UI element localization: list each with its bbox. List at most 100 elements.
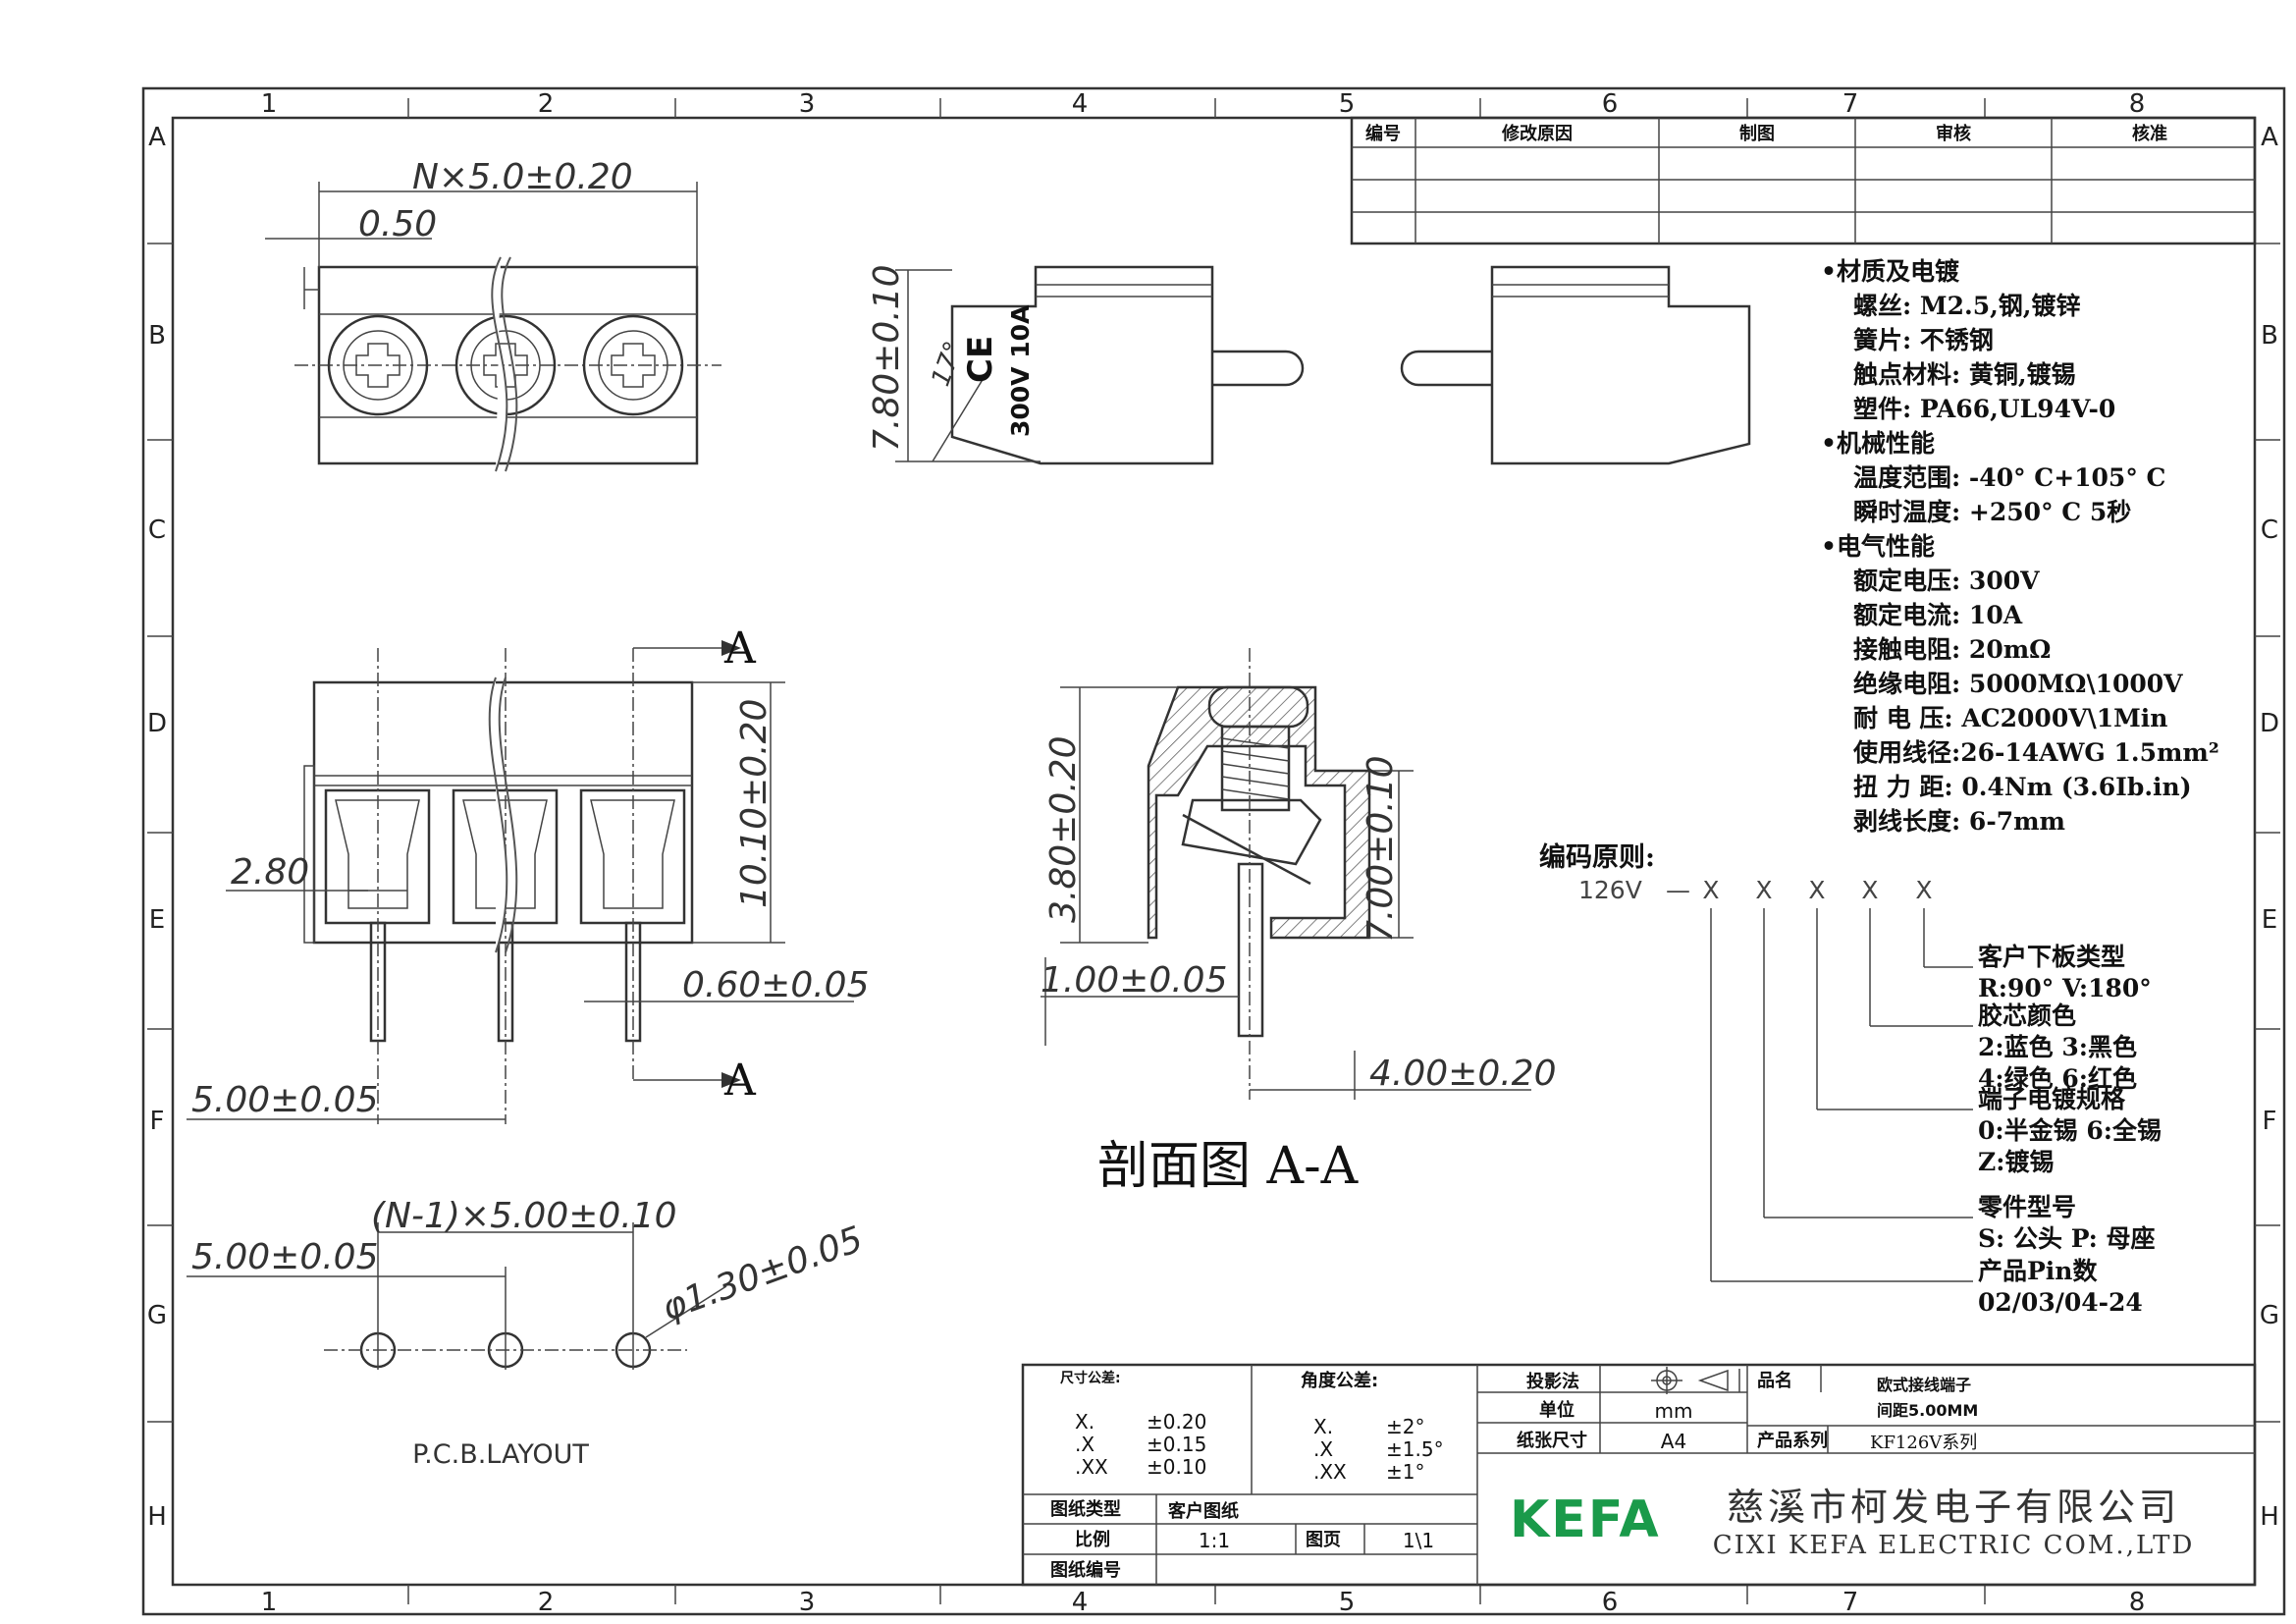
coding-placeholder: X [1808, 876, 1825, 904]
coding-placeholder: X [1702, 876, 1719, 904]
section-dim-left: 3.80±0.20 [1043, 736, 1084, 923]
pcb-layout: (N-1)×5.00±0.10 5.00±0.05 φ1.30±0.05 P.C… [187, 1196, 868, 1470]
product-label: 品名 [1757, 1370, 1792, 1391]
angle-tolerance-key: X. [1313, 1415, 1333, 1438]
tolerance-title: 尺寸公差: [1060, 1370, 1121, 1386]
spec-line: 簧片: 不锈钢 [1853, 326, 1994, 354]
grid-col-label: 8 [2129, 1588, 2146, 1617]
pcb-label: P.C.B.LAYOUT [412, 1439, 589, 1470]
spec-section-title: •材质及电镀 [1821, 257, 1960, 286]
spec-section-title: •机械性能 [1821, 429, 1935, 458]
paper-value: A4 [1661, 1430, 1686, 1453]
coding-placeholder: X [1755, 876, 1772, 904]
grid-col-label: 2 [538, 1588, 555, 1617]
coding-legend-title: 胶芯颜色 [1978, 1001, 2076, 1030]
title-block: 尺寸公差: 角度公差: X.±0.20.X±0.15.XX±0.10X.±2°.… [1021, 1363, 2257, 1587]
unit-value: mm [1655, 1399, 1693, 1423]
grid-row-label: C [148, 515, 166, 545]
spec-line: 额定电压: 300V [1853, 567, 2040, 595]
coding-legend-line: 4:绿色 6:红色 [1978, 1064, 2137, 1093]
product-name: 欧式接线端子 [1877, 1376, 1971, 1394]
grid-row-label: A [2261, 123, 2278, 152]
angle-title: 角度公差: [1301, 1370, 1378, 1391]
top-dim-offset: 0.50 [358, 204, 437, 244]
grid-row-label: E [2262, 905, 2277, 935]
rev-header-no: 编号 [1365, 123, 1401, 144]
grid-col-label: 7 [1842, 1588, 1859, 1617]
spec-line: 使用线径:26-14AWG 1.5mm² [1852, 738, 2219, 767]
screw [327, 314, 429, 416]
coding-legend-line: S: 公头 P: 母座 [1978, 1224, 2156, 1253]
tolerance-value: ±0.10 [1147, 1455, 1206, 1479]
spec-line: 温度范围: -40° C+105° C [1853, 463, 2165, 492]
paper-label: 纸张尺寸 [1517, 1430, 1587, 1451]
grid-col-label: 6 [1602, 89, 1619, 119]
rev-header-approve: 核准 [2132, 123, 2167, 144]
side-view: 7.80±0.10 17° CE 300V 10A [867, 265, 1305, 465]
rev-header-reason: 修改原因 [1501, 123, 1573, 144]
screw [582, 314, 684, 416]
grid-row-label: C [2261, 515, 2278, 545]
grid-row-label: A [148, 123, 166, 152]
section-title: 剖面图 A-A [1097, 1137, 1360, 1196]
coding-legend-line: 2:蓝色 3:黑色 [1978, 1033, 2137, 1061]
section-marker-top: A [723, 623, 757, 674]
grid-row-label: H [147, 1502, 167, 1532]
angle-tolerance-value: ±1.5° [1386, 1437, 1444, 1461]
front-view: A A 10.10±0.20 2.80 0.60±0.05 5.00±0.05 [187, 623, 869, 1124]
tolerance-value: ±0.20 [1147, 1410, 1206, 1434]
grid-col-label: 7 [1842, 89, 1859, 119]
spec-line: 耐 电 压: AC2000V\1Min [1853, 704, 2167, 732]
grid-row-label: D [2260, 709, 2279, 738]
coding-legend-title: 客户下板类型 [1978, 943, 2125, 971]
angle-tolerance-key: .X [1313, 1437, 1333, 1461]
pcb-dim-hole: φ1.30±0.05 [657, 1219, 868, 1329]
pcb-dim-edge: 5.00±0.05 [191, 1237, 378, 1277]
rating-label: 300V 10A [1006, 304, 1035, 437]
rev-header-drawn: 制图 [1739, 124, 1775, 144]
grid-col-label: 3 [799, 89, 816, 119]
drawing-no-label: 图纸编号 [1050, 1559, 1121, 1581]
spec-line: 触点材料: 黄铜,镀锡 [1853, 360, 2076, 389]
revision-table: 编号 修改原因 制图 审核 核准 [1350, 116, 2257, 245]
grid-row-label: F [2263, 1107, 2277, 1136]
grid-row-label: G [147, 1301, 167, 1330]
side-dim-height: 7.80±0.10 [867, 265, 907, 452]
spec-line: 额定电流: 10A [1853, 601, 2023, 629]
grid-col-label: 5 [1339, 1588, 1356, 1617]
grid-row-label: B [2261, 321, 2278, 351]
coding-legend-title: 零件型号 [1977, 1193, 2076, 1221]
grid-col-label: 3 [799, 1588, 816, 1617]
drawing-type: 客户图纸 [1168, 1500, 1239, 1522]
tolerance-key: X. [1075, 1410, 1095, 1434]
spec-line: 扭 力 距: 0.4Nm (3.6Ib.in) [1853, 773, 2192, 801]
angle-tolerance-key: .XX [1313, 1460, 1347, 1484]
coding-legend-line: Z:镀锡 [1978, 1148, 2054, 1176]
tolerance-key: .XX [1075, 1455, 1108, 1479]
angle-tolerance-value: ±1° [1386, 1460, 1424, 1484]
coding-placeholder: X [1915, 876, 1932, 904]
side-view-right [1400, 265, 1751, 465]
top-dim-pitch: N×5.0±0.20 [412, 157, 633, 197]
spec-line: 绝缘电阻: 5000MΩ\1000V [1853, 670, 2183, 698]
grid-row-label: E [149, 905, 165, 935]
grid-col-label: 8 [2129, 89, 2146, 119]
pcb-dim-pitch: (N-1)×5.00±0.10 [371, 1196, 677, 1236]
projection-label: 投影法 [1526, 1371, 1579, 1392]
section-dim-bottom: 4.00±0.20 [1369, 1054, 1556, 1094]
product-spacing: 间距5.00MM [1877, 1401, 1978, 1420]
drawing-type-label: 图纸类型 [1050, 1498, 1121, 1520]
grid-row-label: G [2260, 1301, 2279, 1330]
page-value: 1\1 [1403, 1529, 1434, 1552]
coding-legend-line: 02/03/04-24 [1978, 1288, 2143, 1317]
coding-dash: — [1666, 876, 1690, 904]
projection-symbol-icon [1651, 1367, 1740, 1394]
rev-header-check: 审核 [1936, 123, 1971, 144]
grid-col-label: 4 [1072, 1588, 1089, 1617]
coding-title: 编码原则: [1539, 841, 1655, 873]
ce-mark: CE [961, 336, 1000, 383]
grid-col-label: 5 [1339, 89, 1356, 119]
